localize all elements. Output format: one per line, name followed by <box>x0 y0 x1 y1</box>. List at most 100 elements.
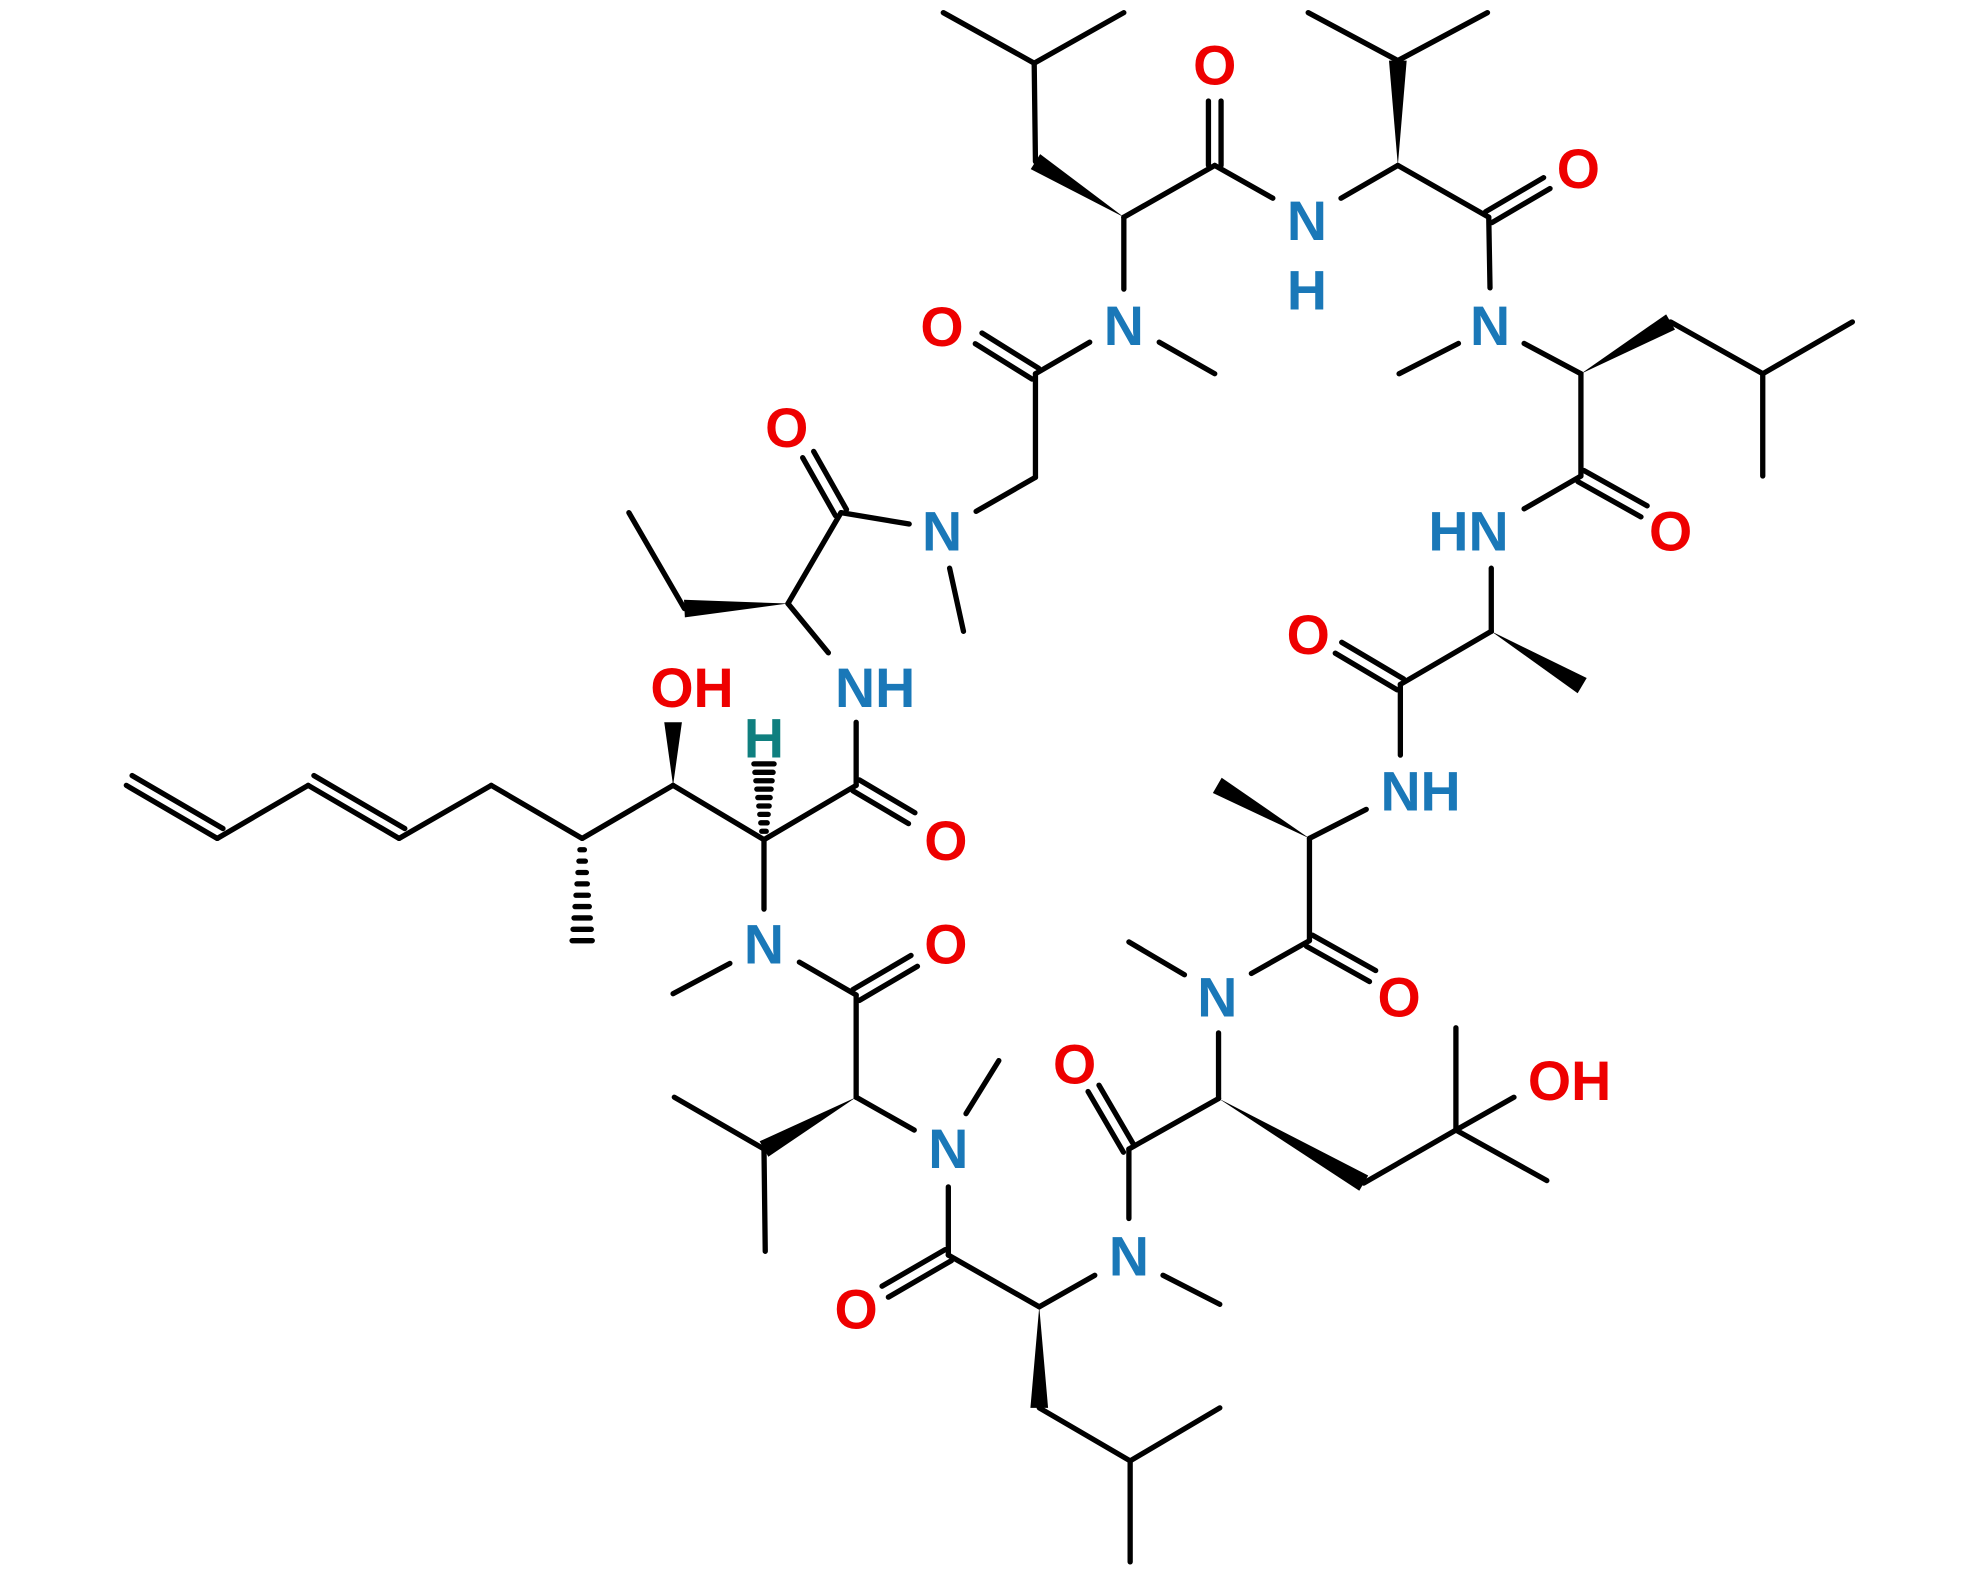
wedge-bond <box>1030 1306 1049 1408</box>
atom-label-n: H <box>1287 259 1327 321</box>
atom-label-o: OH <box>1528 1050 1611 1112</box>
single-bond <box>1031 60 1039 165</box>
double-bond <box>1096 1082 1137 1149</box>
single-bond <box>1338 162 1401 201</box>
single-bond <box>1395 9 1491 64</box>
single-bond <box>761 782 859 843</box>
double-bond <box>1581 467 1650 509</box>
single-bond <box>853 1094 917 1133</box>
atom-label-n: N <box>1104 295 1144 357</box>
double-bond <box>129 772 226 832</box>
bonds <box>123 9 1856 1565</box>
single-bond <box>1396 340 1462 377</box>
single-bond <box>1453 1127 1550 1184</box>
double-bond <box>311 772 408 832</box>
single-bond <box>1036 1272 1098 1310</box>
atom-label-n: HN <box>1428 501 1508 563</box>
double-bond <box>856 777 918 816</box>
single-bond <box>963 1057 1002 1117</box>
wedge-bond <box>759 1097 857 1157</box>
wedge-bond <box>664 722 682 786</box>
single-bond <box>1397 628 1494 688</box>
single-bond <box>1667 319 1766 377</box>
single-bond <box>1305 9 1401 64</box>
atom-label-n: N <box>1109 1225 1149 1287</box>
atom-label-o: O <box>1377 966 1420 1028</box>
atom-label-o: O <box>765 397 808 459</box>
single-bond <box>671 1094 767 1152</box>
double-bond <box>972 341 1035 382</box>
single-bond <box>1160 1272 1223 1307</box>
single-bond <box>1453 1094 1517 1133</box>
single-bond <box>1156 339 1218 377</box>
atom-label-n: N <box>744 913 784 975</box>
single-bond <box>1486 214 1493 291</box>
double-bond <box>1339 639 1407 682</box>
single-bond <box>1212 162 1276 201</box>
single-bond <box>940 9 1037 66</box>
double-bond <box>1482 174 1547 215</box>
atom-label-h: H <box>744 708 784 770</box>
single-bond <box>1121 162 1218 220</box>
double-bond <box>850 788 912 827</box>
single-bond <box>670 960 733 997</box>
double-bond <box>1332 650 1400 693</box>
atom-label-n: N <box>1470 295 1510 357</box>
atom-label-n: NH <box>835 657 915 719</box>
atom-label-n: NH <box>1380 761 1460 823</box>
double-bond <box>811 448 850 513</box>
atom-label-o: O <box>924 913 967 975</box>
single-bond <box>670 782 767 843</box>
single-bond <box>1031 9 1127 66</box>
double-bond <box>1575 478 1644 520</box>
double-bond <box>856 963 921 1004</box>
atom-label-o: O <box>1649 501 1692 563</box>
double-bond <box>850 952 914 993</box>
single-bond <box>945 1252 1042 1310</box>
atom-label-o: O <box>835 1278 878 1340</box>
single-bond <box>761 1146 768 1254</box>
single-bond <box>1361 1127 1459 1186</box>
single-bond <box>785 509 844 607</box>
single-bond <box>1521 340 1584 377</box>
single-bond <box>626 509 688 612</box>
double-bond <box>1309 932 1379 974</box>
wedge-bond <box>1030 154 1124 218</box>
single-bond <box>579 782 676 842</box>
atom-label-n: N <box>928 1118 968 1180</box>
atom-label-n: N <box>922 501 962 563</box>
single-bond <box>396 782 494 842</box>
atom-label-o: O <box>1287 604 1330 666</box>
atom-label-o: O <box>1193 35 1236 97</box>
single-bond <box>796 959 859 998</box>
wedge-bond <box>1212 777 1310 839</box>
single-bond <box>488 782 585 842</box>
single-bond <box>1306 806 1369 842</box>
atom-label-o: O <box>924 810 967 872</box>
single-bond <box>1521 473 1584 512</box>
wedge-bond <box>1491 631 1587 694</box>
double-bond <box>1489 185 1553 226</box>
single-bond <box>1760 319 1856 377</box>
double-bond <box>123 782 220 842</box>
double-bond <box>879 1246 948 1289</box>
single-bond <box>214 782 311 842</box>
double-bond <box>1085 1088 1127 1155</box>
single-bond <box>1126 1095 1222 1152</box>
atom-label-n: N <box>1197 966 1237 1028</box>
atom-label-n: N <box>1287 190 1327 252</box>
atom-label-o: O <box>920 296 963 358</box>
wedge-bond <box>684 599 788 618</box>
wedge-bond <box>1218 1098 1369 1191</box>
double-bond <box>800 455 839 519</box>
single-bond <box>973 474 1039 515</box>
double-bond <box>305 782 402 842</box>
atom-label-o: O <box>1557 138 1600 200</box>
single-bond <box>785 600 832 656</box>
double-bond <box>979 330 1042 372</box>
atom-label-o: O <box>1053 1033 1096 1095</box>
wedge-bond <box>1388 60 1407 166</box>
single-bond <box>838 509 912 527</box>
